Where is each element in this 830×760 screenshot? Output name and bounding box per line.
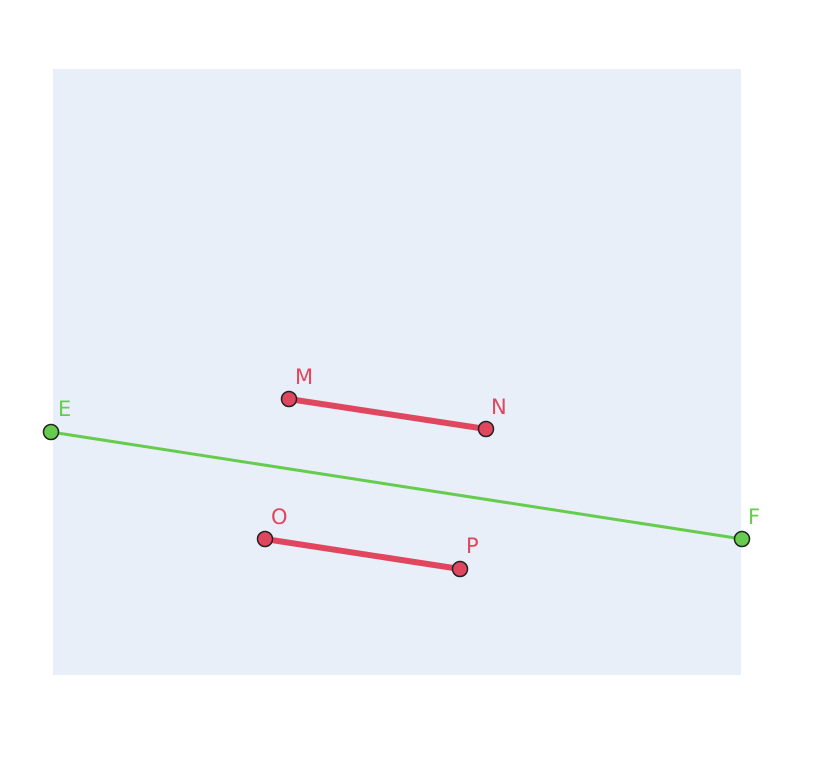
label-N: N bbox=[491, 395, 507, 419]
label-E: E bbox=[58, 397, 71, 421]
label-P: P bbox=[466, 534, 479, 558]
label-O: O bbox=[271, 505, 288, 529]
point-M[interactable] bbox=[280, 390, 298, 408]
label-F: F bbox=[748, 505, 760, 529]
point-E[interactable] bbox=[42, 423, 60, 441]
segment-EF bbox=[49, 430, 744, 541]
point-O[interactable] bbox=[256, 530, 274, 548]
segment-OP bbox=[262, 536, 463, 572]
point-P[interactable] bbox=[451, 560, 469, 578]
label-M: M bbox=[295, 365, 313, 389]
point-F[interactable] bbox=[733, 530, 751, 548]
point-N[interactable] bbox=[477, 420, 495, 438]
segment-MN bbox=[286, 396, 489, 432]
drawing-panel bbox=[53, 69, 741, 675]
